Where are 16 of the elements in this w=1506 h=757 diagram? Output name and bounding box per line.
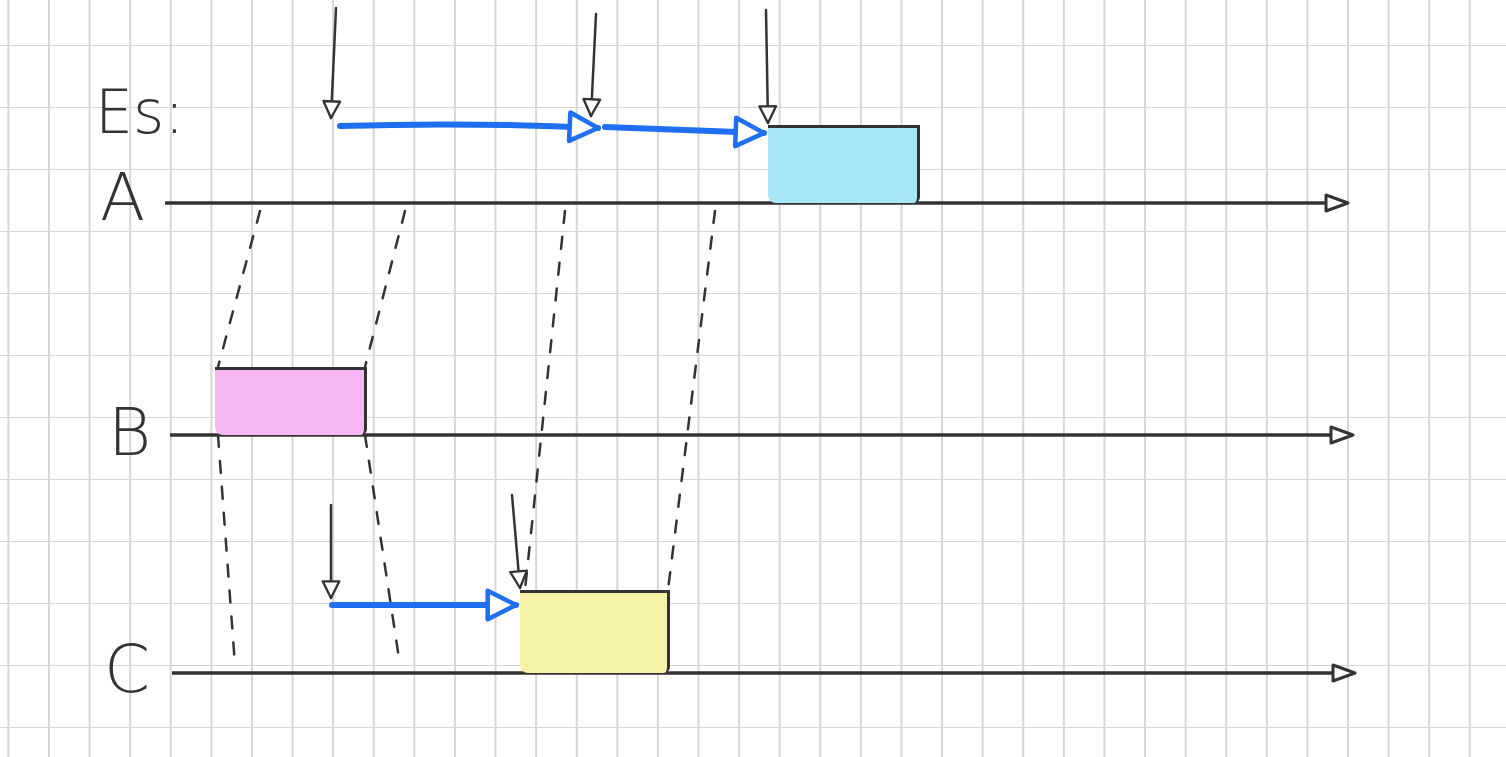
timeline-label: C bbox=[104, 637, 151, 703]
arrow bbox=[509, 493, 529, 590]
time-block bbox=[215, 367, 367, 435]
timeline-axis bbox=[172, 665, 1357, 681]
arrow bbox=[758, 8, 778, 125]
timeline-axis bbox=[170, 427, 1355, 443]
timeline-label: A bbox=[100, 165, 146, 231]
time-block bbox=[520, 590, 670, 673]
example-label: Es: bbox=[95, 82, 185, 142]
arrow bbox=[329, 588, 519, 622]
dashed-projection-line bbox=[363, 209, 407, 369]
timeline-label: B bbox=[108, 400, 152, 466]
arrow bbox=[602, 115, 767, 149]
timeline-axis bbox=[165, 195, 1350, 211]
time-block bbox=[768, 125, 920, 203]
dashed-projection-line bbox=[216, 209, 262, 369]
